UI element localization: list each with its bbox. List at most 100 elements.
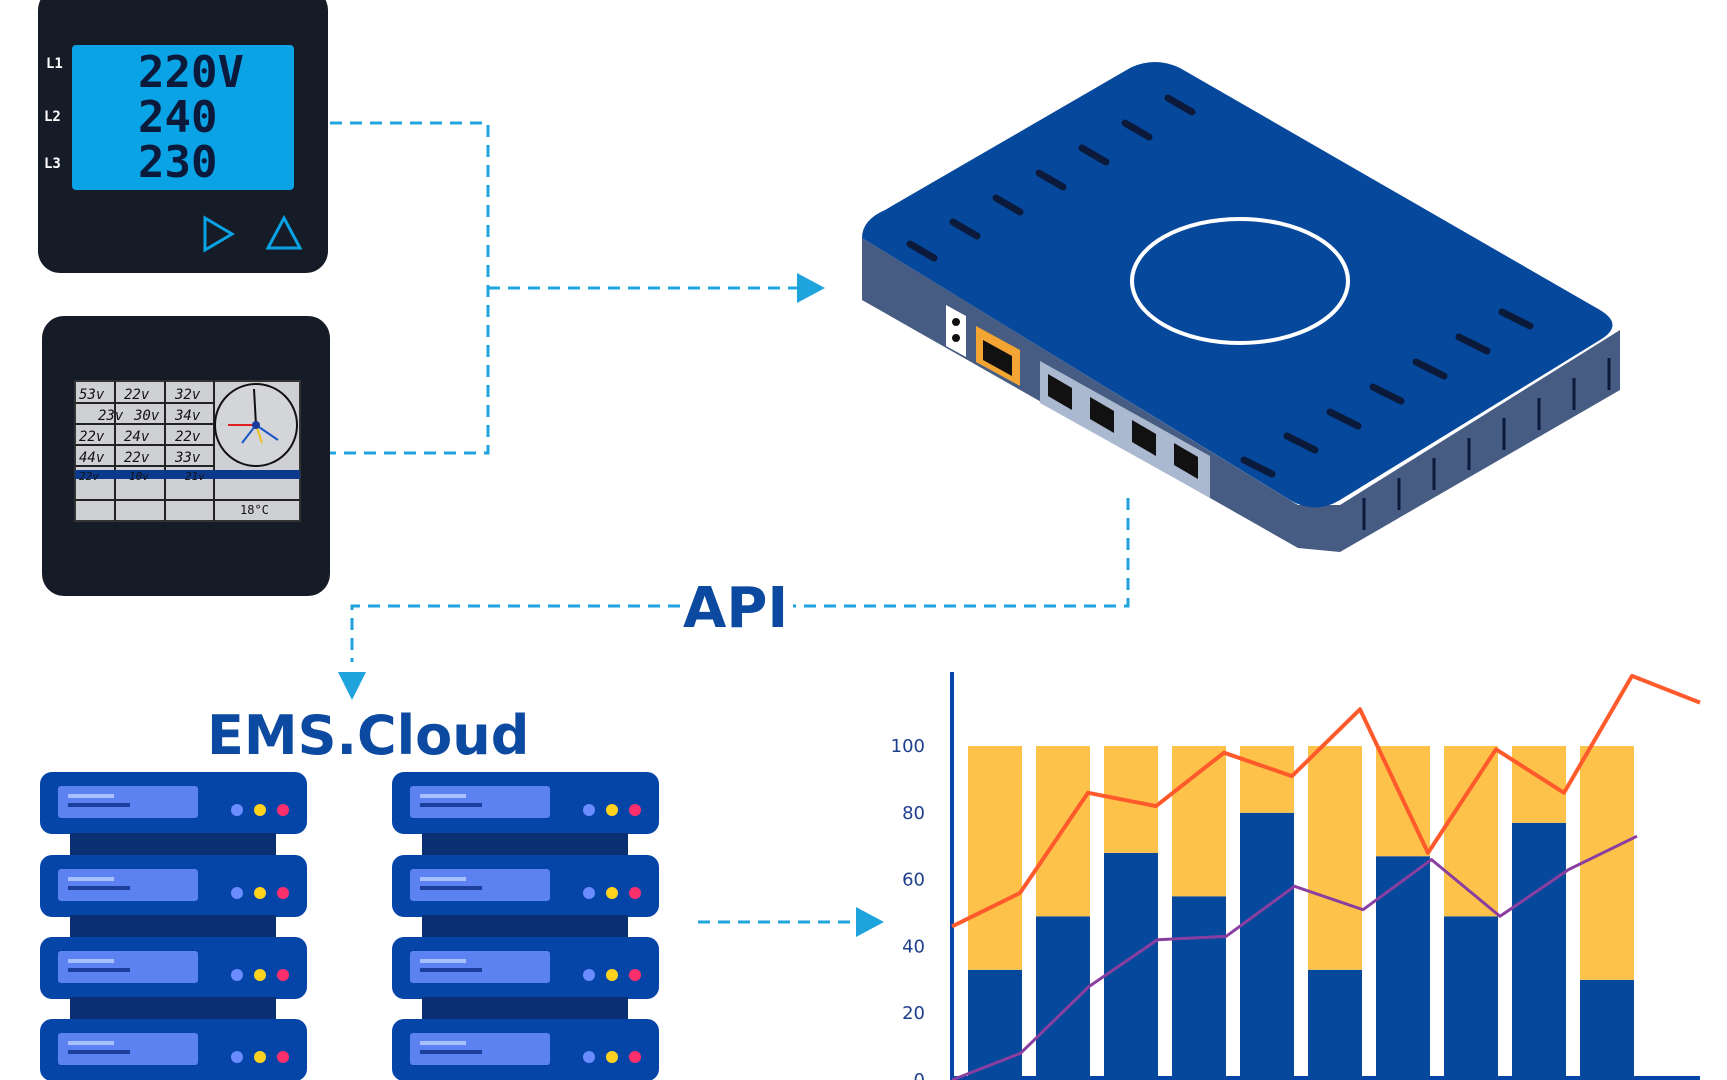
trend-line-purple (951, 834, 1638, 1080)
status-led-icon (606, 969, 618, 981)
arrow-right-icon (797, 273, 825, 303)
meter2-temperature: 18°C (240, 503, 269, 517)
server-connector (422, 997, 628, 1021)
y-tick-label: 40 (902, 936, 925, 957)
meter1-label-l2: L2 (44, 109, 61, 125)
meter2-cell: 22v (79, 470, 99, 483)
status-led-icon (629, 887, 641, 899)
power-port (946, 305, 966, 357)
meter2-cell: 33v (174, 450, 201, 466)
gateway-api-line (793, 498, 1130, 608)
bar-segment-upper (1240, 746, 1294, 813)
connectors (330, 121, 1130, 937)
bar-segment-upper (1580, 746, 1634, 980)
status-led-icon (629, 1051, 641, 1063)
meter1-lcd (72, 45, 294, 190)
status-led-icon (254, 969, 266, 981)
trend-line-orange (951, 673, 1701, 929)
bar-segment-upper (1172, 746, 1226, 897)
status-led-icon (254, 1051, 266, 1063)
bar-segment-upper (1512, 746, 1566, 823)
server-connector (70, 833, 276, 857)
status-led-icon (231, 887, 243, 899)
meter2-cell: 22v (124, 450, 150, 466)
router-logo-ring (1130, 217, 1350, 345)
server-display (58, 786, 198, 818)
router-side-slots (1362, 358, 1611, 530)
play-icon[interactable] (203, 215, 235, 253)
bar-segment-lower (1172, 896, 1226, 1080)
server-display (58, 951, 198, 983)
lan-port (1174, 443, 1198, 479)
status-led-icon (629, 804, 641, 816)
meter2-cell: 30v (133, 408, 160, 424)
status-led-icon (254, 887, 266, 899)
server-connector (70, 915, 276, 939)
server-display (410, 1033, 550, 1065)
server-display (58, 869, 198, 901)
meter1-reading-l1: 220V (138, 47, 244, 98)
bar-segment-lower (1444, 916, 1498, 1080)
multi-meter-2: 53v 22v 32v 23v 30v 34v 22v 24v 22v 44v … (42, 316, 330, 596)
bar-segment-lower (1308, 969, 1362, 1080)
server-connector (422, 833, 628, 857)
bar-segment-lower (1036, 916, 1090, 1080)
bar-segment-upper (1444, 746, 1498, 917)
meter2-cell: 34v (174, 408, 201, 424)
status-led-icon (583, 804, 595, 816)
status-led-icon (583, 1051, 595, 1063)
y-tick-label: 20 (902, 1003, 925, 1024)
meter2-highlight-bar (75, 470, 300, 479)
meter1-reading-l2: 240 (138, 92, 217, 143)
meter-link-line (330, 121, 490, 455)
status-led-icon (231, 1051, 243, 1063)
meter2-cell: 21v (185, 470, 205, 483)
status-led-icon (254, 804, 266, 816)
status-led-icon (277, 804, 289, 816)
meter1-label-l1: L1 (46, 56, 63, 72)
status-led-icon (231, 969, 243, 981)
server-racks (40, 772, 659, 1080)
server-display (410, 869, 550, 901)
status-led-icon (583, 887, 595, 899)
cloud-label: EMS.Cloud (207, 704, 529, 767)
meter2-cell: 53v (79, 387, 105, 403)
stacked-bar-chart: 0 20 40 60 80 100 (891, 672, 1701, 1080)
gateway-router (862, 62, 1620, 552)
meter2-cell: 24v (124, 429, 150, 445)
meter2-cell: 22v (124, 387, 150, 403)
api-label: API (683, 576, 788, 641)
lan-port (1048, 374, 1072, 410)
meter2-cell: 22v (175, 429, 201, 445)
voltage-meter-1: L1 L2 L3 220V 240 230 (38, 0, 328, 273)
meter2-cell: 44v (79, 450, 105, 466)
status-led-icon (277, 969, 289, 981)
bar-segment-upper (968, 746, 1022, 970)
lan-port (1090, 397, 1114, 433)
y-tick-label: 60 (902, 870, 925, 891)
status-led-icon (231, 804, 243, 816)
router-side (862, 238, 1620, 552)
bar-segment-lower (1580, 979, 1634, 1080)
y-tick-label: 0 (914, 1070, 925, 1080)
y-tick-label: 100 (891, 736, 925, 757)
status-led-icon (606, 1051, 618, 1063)
bar-segment-upper (1308, 746, 1362, 970)
status-led-icon (606, 804, 618, 816)
server-connector (70, 997, 276, 1021)
server-connector (422, 915, 628, 939)
arrow-right-icon (856, 907, 884, 937)
meter2-cell: 23v (98, 408, 124, 424)
lan-port (1132, 420, 1156, 456)
api-cloud-line (350, 604, 680, 662)
status-led-icon (277, 887, 289, 899)
clock-gauge-icon (214, 383, 298, 467)
bar-segment-lower (1240, 812, 1294, 1080)
meter2-cell: 32v (174, 387, 201, 403)
y-tick-label: 80 (902, 803, 925, 824)
server-display (410, 951, 550, 983)
lan-ports-panel (1040, 361, 1210, 498)
meter2-cell: 10v (129, 470, 149, 483)
up-triangle-icon[interactable] (265, 214, 303, 250)
